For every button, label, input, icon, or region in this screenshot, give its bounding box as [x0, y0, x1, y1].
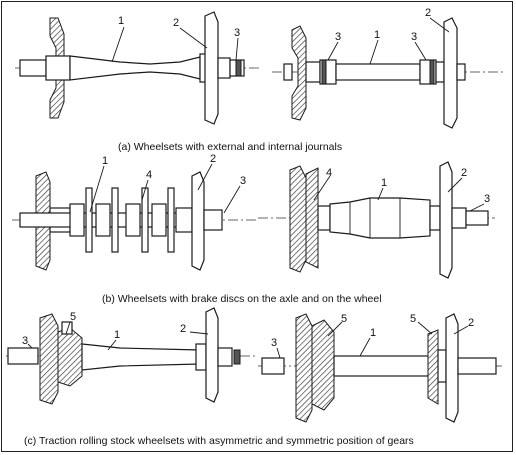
- wheelset-a-external-journals: [15, 11, 262, 125]
- label-b-right-1: 1: [381, 177, 387, 189]
- label-a-left-3: 3: [234, 27, 240, 39]
- wheelset-c-symmetric-gears: [258, 313, 505, 423]
- callout-labels: 1 2 3 3 1 3 2 1 4 2 3 4 1 2 3 5 3 1 2 5 …: [22, 7, 490, 349]
- label-c-right-5b: 5: [410, 313, 416, 325]
- label-c-right-1: 1: [370, 327, 376, 339]
- label-c-right-5a: 5: [341, 313, 347, 325]
- wheelset-b-wheel-discs: [258, 161, 495, 279]
- label-c-left-5: 5: [70, 311, 76, 323]
- caption-b: (b) Wheelsets with brake discs on the ax…: [102, 293, 382, 305]
- label-c-left-2: 2: [180, 323, 186, 335]
- label-c-left-1: 1: [114, 329, 120, 341]
- label-a-left-2: 2: [173, 17, 179, 29]
- label-a-right-3b: 3: [411, 31, 417, 43]
- label-b-left-4: 4: [146, 169, 152, 181]
- label-b-left-2: 2: [210, 153, 216, 165]
- label-b-left-1: 1: [102, 155, 108, 167]
- wheelset-c-asymmetric-gear: [6, 307, 258, 405]
- label-a-right-2: 2: [425, 7, 431, 19]
- caption-a: (a) Wheelsets with external and internal…: [118, 141, 342, 153]
- label-b-right-4: 4: [326, 167, 332, 179]
- label-c-right-2: 2: [468, 317, 474, 329]
- label-b-right-2: 2: [461, 167, 467, 179]
- label-a-left-1: 1: [118, 15, 124, 27]
- label-c-left-3: 3: [22, 335, 28, 347]
- wheelset-b-axle-discs: [12, 163, 258, 271]
- caption-c: (c) Traction rolling stock wheelsets wit…: [24, 435, 414, 447]
- label-a-right-1: 1: [374, 29, 380, 41]
- label-a-right-3a: 3: [335, 31, 341, 43]
- label-b-right-3: 3: [484, 193, 490, 205]
- label-c-right-3: 3: [271, 337, 277, 349]
- wheelset-a-internal-journals: [272, 17, 505, 129]
- label-b-left-3: 3: [240, 175, 246, 187]
